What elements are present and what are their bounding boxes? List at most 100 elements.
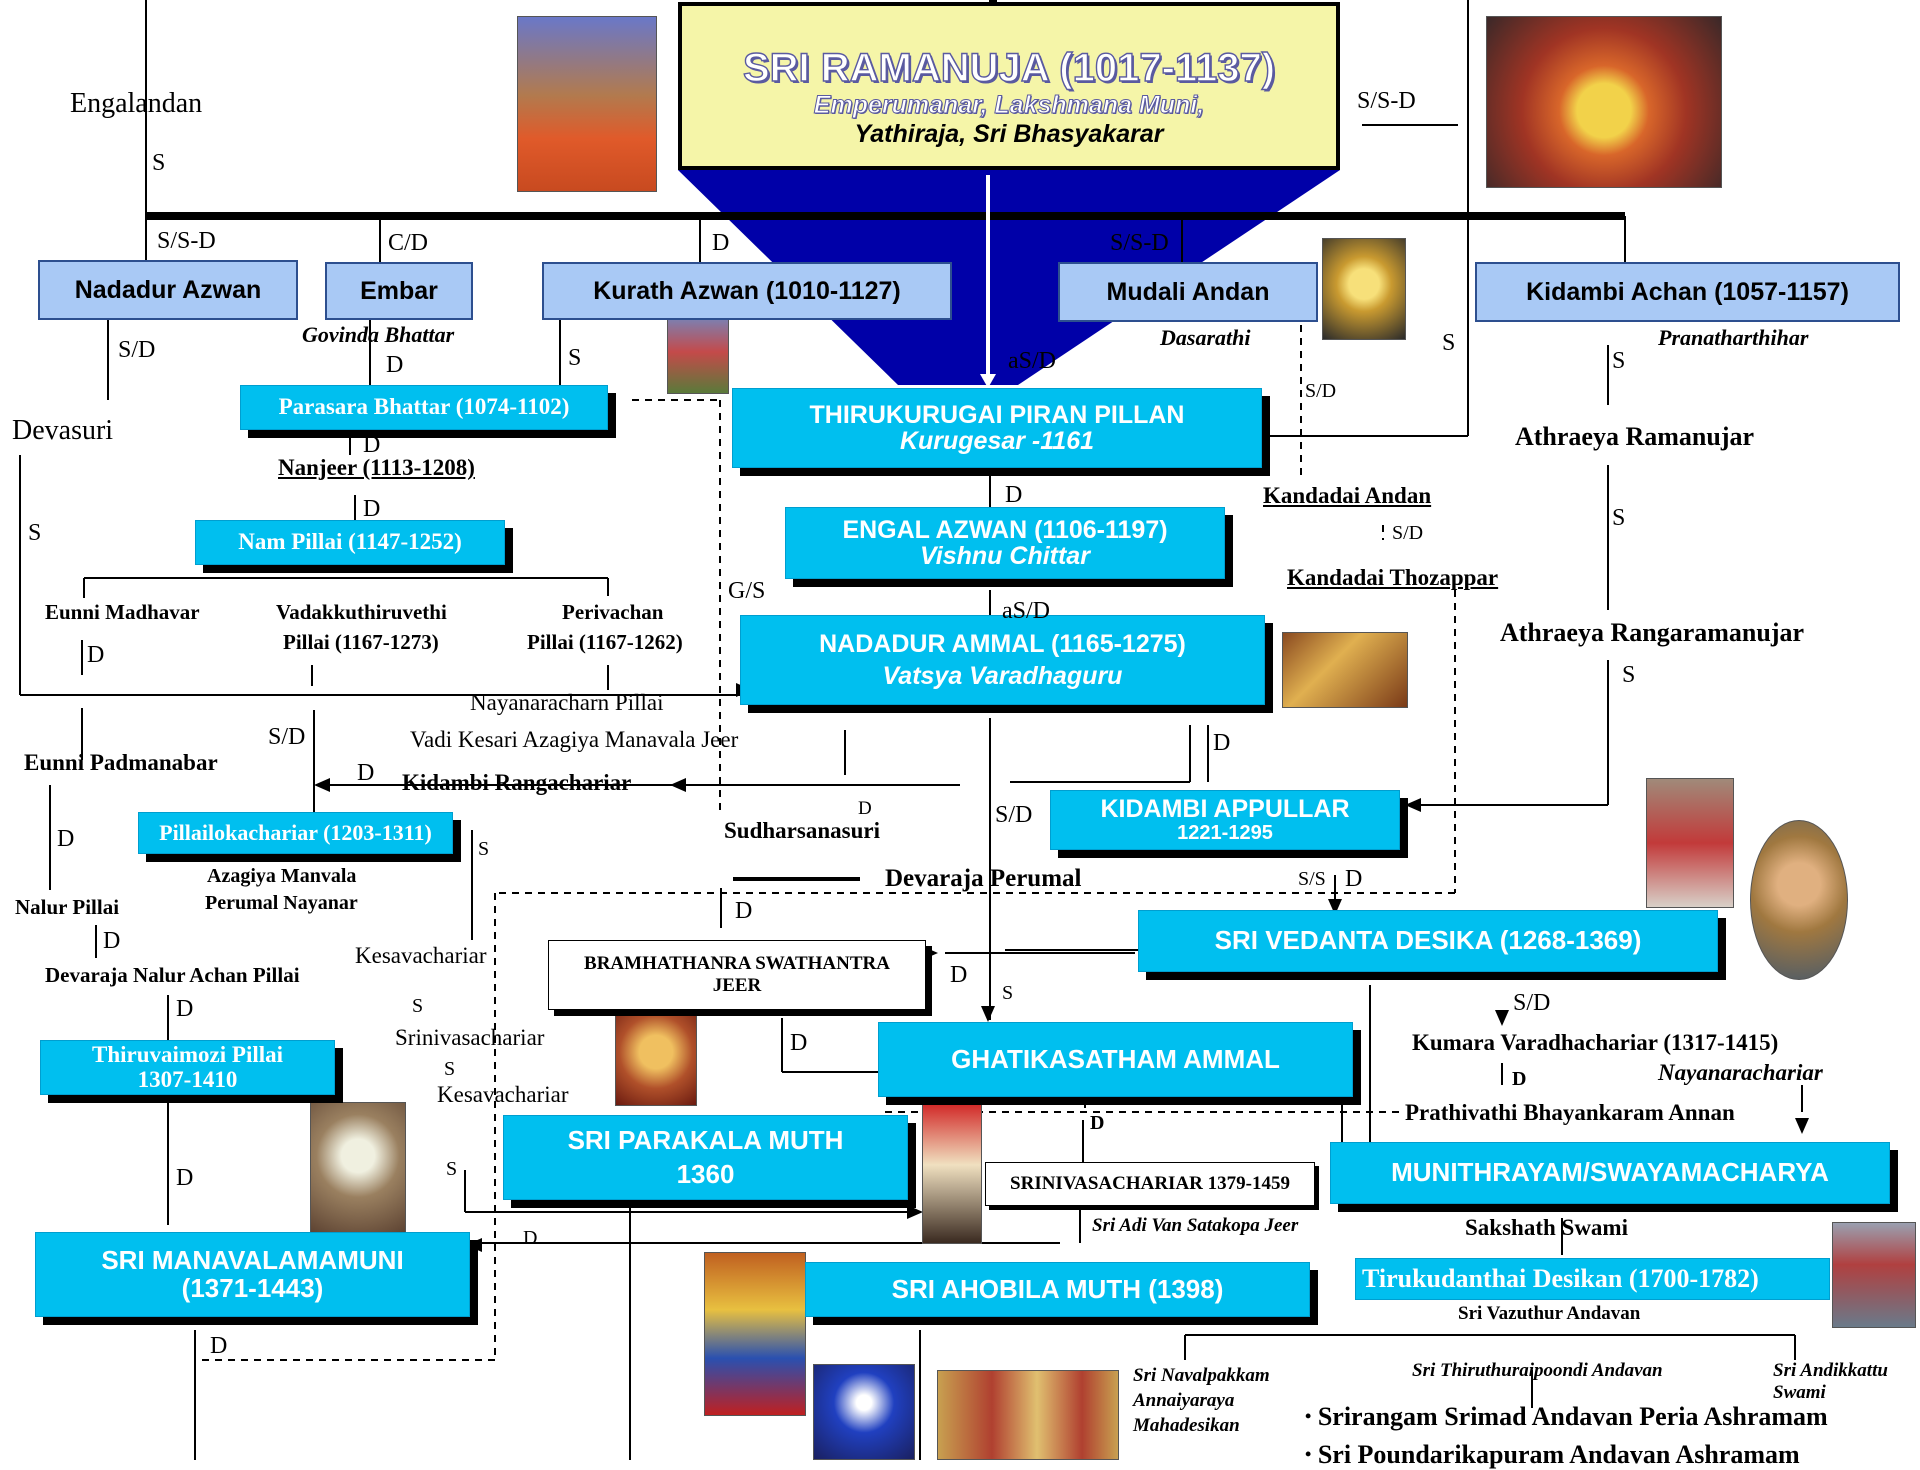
azagiya-label-1: Azagiya Manvala bbox=[207, 865, 357, 887]
devaraja-perumal-label: Devaraja Perumal bbox=[885, 865, 1082, 892]
pillailokachariar-label: Pillailokachariar (1203-1311) bbox=[159, 820, 432, 846]
devotional-photo-icon bbox=[1832, 1222, 1916, 1328]
devaraja-nalur-label: Devaraja Nalur Achan Pillai bbox=[45, 963, 300, 987]
title-sub-1: Emperumanar, Lakshmana Muni, bbox=[813, 91, 1205, 120]
parakala-sub: 1360 bbox=[676, 1158, 735, 1189]
relation-label: D bbox=[523, 1227, 538, 1249]
perivachan-label-1: Perivachan bbox=[562, 600, 664, 624]
relation-label: D bbox=[858, 798, 872, 819]
srinivasachariar-label: SRINIVASACHARIAR 1379-1459 bbox=[1010, 1173, 1290, 1195]
prathivathi-label: Prathivathi Bhayankaram Annan bbox=[1405, 1100, 1735, 1125]
navalpakkam-label-3: Mahadesikan bbox=[1133, 1415, 1240, 1436]
eunni-madhavar-label: Eunni Madhavar bbox=[45, 600, 200, 624]
title-box: SRI RAMANUJA (1017-1137) Emperumanar, La… bbox=[678, 2, 1340, 170]
vadi-kesari-label: Vadi Kesari Azagiya Manavala Jeer bbox=[410, 727, 739, 752]
nam-pillai-label: Nam Pillai (1147-1252) bbox=[238, 529, 462, 555]
kidambi-appullar-box: KIDAMBI APPULLAR 1221-1295 bbox=[1050, 790, 1400, 850]
relation-label: S bbox=[28, 520, 42, 546]
navalpakkam-label-2: Annaiyaraya bbox=[1133, 1390, 1235, 1411]
bullet-item: • Srirangam Srimad Andavan Peria Ashrama… bbox=[1305, 1402, 1828, 1432]
relation-label: D bbox=[363, 496, 381, 522]
devotional-photo-icon bbox=[813, 1364, 915, 1460]
relation-label: D bbox=[1345, 866, 1363, 892]
devotional-photo-icon bbox=[1486, 16, 1722, 188]
tirukudanthai-box: Tirukudanthai Desikan (1700-1782) bbox=[1355, 1258, 1830, 1300]
bramhathanra-box: BRAMHATHANRA SWATHANTRA JEER bbox=[548, 940, 926, 1010]
govinda-bhattar-label: Govinda Bhattar bbox=[302, 322, 455, 347]
nam-pillai-box: Nam Pillai (1147-1252) bbox=[195, 520, 505, 565]
sakshath-label: Sakshath Swami bbox=[1465, 1215, 1628, 1240]
engalandan-label: Engalandan bbox=[70, 88, 203, 119]
relation-label: D bbox=[1090, 1112, 1105, 1134]
relation-label: D bbox=[1005, 482, 1023, 508]
relation-label: S bbox=[1622, 662, 1636, 688]
munithrayam-box: MUNITHRAYAM/SWAYAMACHARYA bbox=[1330, 1142, 1890, 1204]
engal-azwan-sub: Vishnu Chittar bbox=[920, 542, 1090, 570]
kesavachariar-label-1: Kesavachariar bbox=[355, 943, 487, 968]
devotional-photo-icon bbox=[704, 1252, 806, 1416]
relation-label: D bbox=[103, 928, 121, 954]
parakala-label: SRI PARAKALA MUTH bbox=[567, 1125, 844, 1156]
kandadai-thozappar-label: Kandadai Thozappar bbox=[1287, 565, 1499, 590]
relation-label: S bbox=[1612, 505, 1626, 531]
relation-label: S bbox=[1442, 330, 1456, 356]
relation-label: D bbox=[210, 1333, 228, 1359]
dasarathi-label: Dasarathi bbox=[1160, 325, 1251, 350]
bullet-dot: • bbox=[1305, 1406, 1312, 1426]
athraeya-ranga-label: Athraeya Rangaramanujar bbox=[1500, 618, 1805, 647]
vazuthur-label: Sri Vazuthur Andavan bbox=[1458, 1303, 1641, 1324]
manavalamamuni-label: SRI MANAVALAMAMUNI bbox=[101, 1245, 404, 1276]
relation-label: D bbox=[87, 642, 105, 668]
nanjeer-label: Nanjeer (1113-1208) bbox=[278, 455, 475, 480]
relation-label: D bbox=[176, 1165, 194, 1191]
kidambi-appullar-label: KIDAMBI APPULLAR bbox=[1100, 795, 1350, 824]
devotional-photo-icon bbox=[1750, 820, 1848, 980]
relation-label: D bbox=[950, 962, 968, 988]
devotional-photo-icon bbox=[922, 1100, 982, 1244]
relation-label: D bbox=[1213, 730, 1231, 756]
relation-label: D bbox=[363, 432, 381, 458]
engal-azwan-label: ENGAL AZWAN (1106-1197) bbox=[842, 515, 1168, 544]
andikkattu-label-1: Sri Andikkattu bbox=[1773, 1360, 1888, 1381]
relation-label: S bbox=[446, 1158, 458, 1180]
devasuri-label: Devasuri bbox=[12, 415, 114, 446]
relation-label: S/D bbox=[1392, 522, 1424, 544]
andikkattu-label-2: Swami bbox=[1773, 1382, 1826, 1403]
parasara-bhattar-label: Parasara Bhattar (1074-1102) bbox=[278, 394, 570, 420]
ghatikasatham-box: GHATIKASATHAM AMMAL bbox=[878, 1022, 1353, 1097]
relation-label: D bbox=[357, 760, 375, 786]
bullet-text: Sri Poundarikapuram Andavan Ashramam bbox=[1317, 1440, 1800, 1469]
bullet-dot: • bbox=[1305, 1444, 1312, 1464]
devotional-photo-icon bbox=[1282, 632, 1408, 708]
mudali-andan-box: Mudali Andan bbox=[1058, 262, 1318, 322]
adi-van-label: Sri Adi Van Satakopa Jeer bbox=[1092, 1215, 1299, 1236]
vadakku-label-2: Pillai (1167-1273) bbox=[283, 630, 439, 654]
nadadur-azwan-box: Nadadur Azwan bbox=[38, 260, 298, 320]
relation-label: S/S-D bbox=[1110, 230, 1169, 256]
blue-trapezoid bbox=[678, 170, 1340, 385]
parakala-box: SRI PARAKALA MUTH 1360 bbox=[503, 1115, 908, 1200]
nayanaracharn-label: Nayanaracharn Pillai bbox=[470, 690, 664, 715]
relation-label: S/D bbox=[118, 337, 156, 363]
relation-label: D bbox=[1512, 1068, 1527, 1090]
bramhathanra-label: BRAMHATHANRA SWATHANTRA bbox=[584, 953, 890, 975]
devotional-photo-icon bbox=[937, 1370, 1119, 1460]
bullet-item: • Sri Poundarikapuram Andavan Ashramam bbox=[1305, 1440, 1800, 1470]
eunni-padmanabar-label: Eunni Padmanabar bbox=[24, 750, 218, 775]
relation-label: D bbox=[790, 1030, 808, 1056]
athraeya-ramanujar-label: Athraeya Ramanujar bbox=[1515, 422, 1755, 451]
thiruvaimozi-box: Thiruvaimozi Pillai 1307-1410 bbox=[40, 1040, 335, 1095]
parasara-bhattar-box: Parasara Bhattar (1074-1102) bbox=[240, 385, 608, 430]
embar-box: Embar bbox=[325, 262, 473, 320]
devotional-photo-icon bbox=[517, 16, 657, 192]
thirukurugai-box: THIRUKURUGAI PIRAN PILLAN Kurugesar -116… bbox=[732, 388, 1262, 468]
tirukudanthai-label: Tirukudanthai Desikan (1700-1782) bbox=[1362, 1264, 1759, 1294]
thiruvaimozi-sub: 1307-1410 bbox=[137, 1066, 238, 1092]
title-main: SRI RAMANUJA (1017-1137) bbox=[742, 45, 1276, 90]
nadadur-ammal-sub: Vatsya Varadhaguru bbox=[882, 662, 1123, 690]
relation-label: G/S bbox=[728, 578, 766, 604]
relation-label: S bbox=[1612, 348, 1626, 374]
relation-label: S bbox=[478, 838, 490, 860]
perivachan-label-2: Pillai (1167-1262) bbox=[527, 630, 683, 654]
